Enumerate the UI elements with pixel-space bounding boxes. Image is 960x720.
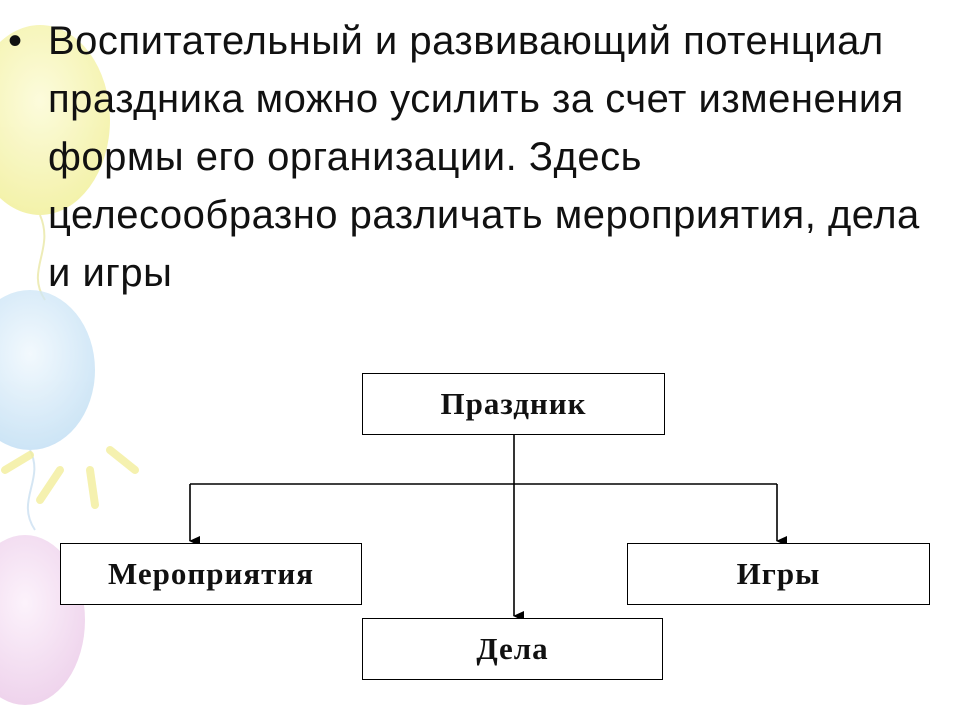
bullet-text: Воспитательный и развивающий потенциал п…: [48, 19, 920, 295]
node-prazdnik: Праздник: [362, 373, 665, 435]
node-dela: Дела: [362, 618, 663, 680]
node-meropriyatiya: Мероприятия: [60, 543, 362, 605]
bullet-paragraph: • Воспитательный и развивающий потенциал…: [8, 12, 928, 302]
node-igry: Игры: [627, 543, 930, 605]
bullet-marker: •: [8, 19, 23, 63]
